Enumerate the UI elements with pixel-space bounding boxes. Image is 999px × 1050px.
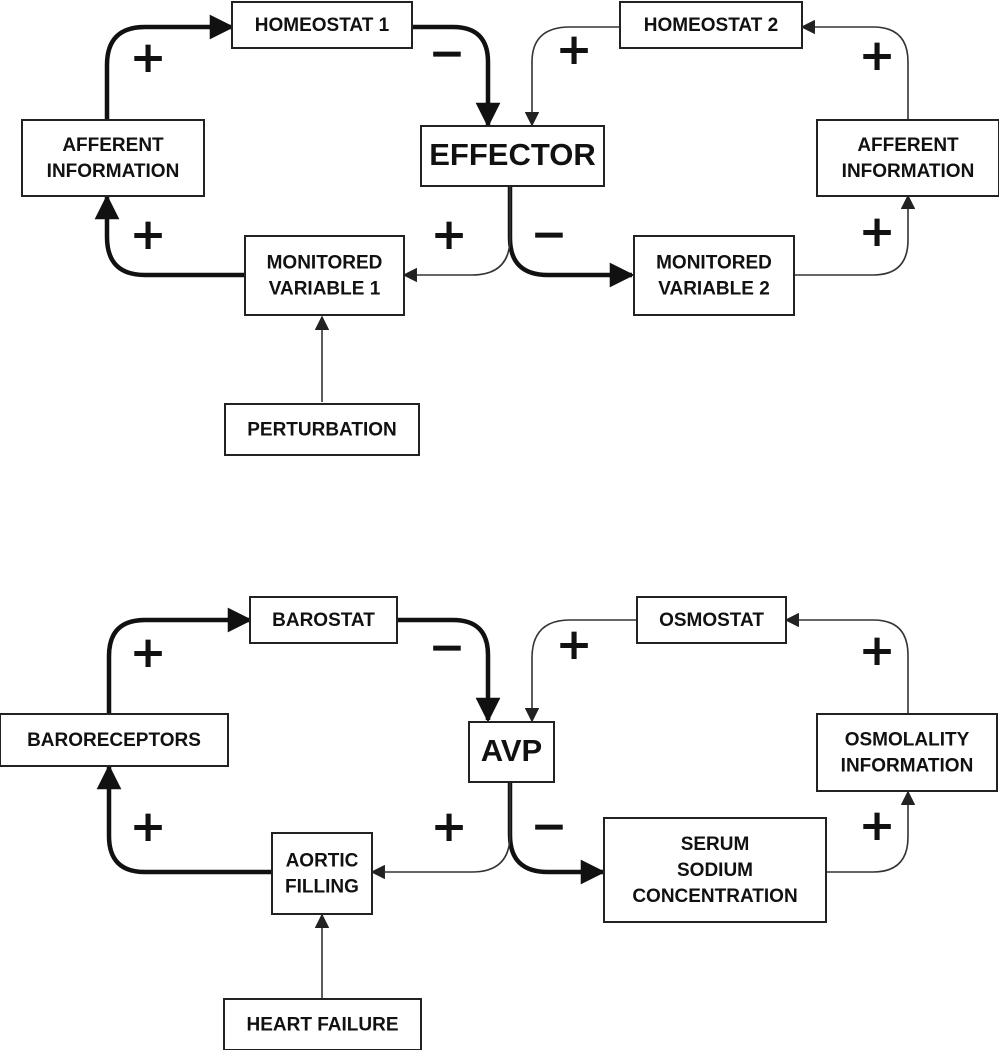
sign-right-upper-avp: + xyxy=(859,625,896,676)
heart-failure-label-line: HEART FAILURE xyxy=(247,1015,399,1036)
effector-label-line: EFFECTOR xyxy=(429,137,596,172)
sign-avp-aortic: + xyxy=(431,801,468,852)
monitored-variable-1-label-line: VARIABLE 1 xyxy=(269,279,381,300)
sign-effector-monitored1: + xyxy=(431,209,468,260)
osmolality-information-box: OSMOLALITY INFORMATION xyxy=(816,713,998,792)
perturbation-label-line: PERTURBATION xyxy=(247,420,397,441)
afferent-information-left-box: AFFERENT INFORMATION xyxy=(21,119,205,197)
sign-right-lower: + xyxy=(859,206,896,257)
aortic-filling-label-line: FILLING xyxy=(285,877,359,898)
avp-regulation-diagram: BAROSTAT OSMOSTAT AVP BARORECEPTORS OSMO… xyxy=(0,596,998,1050)
monitored-variable-2-label-line: MONITORED xyxy=(656,253,772,274)
arrow-homeostat2-to-effector xyxy=(524,26,620,127)
sign-barostat-avp: − xyxy=(429,622,466,673)
effector-box: EFFECTOR xyxy=(420,125,605,187)
serum-sodium-concentration-label-line: CONCENTRATION xyxy=(632,886,797,907)
homeostat-2-label-line: HOMEOSTAT 2 xyxy=(644,15,778,36)
osmolality-information-label-line: OSMOLALITY xyxy=(845,730,970,751)
sign-left-lower-avp: + xyxy=(130,801,167,852)
generic-homeostasis-diagram: HOMEOSTAT 1 HOMEOSTAT 2 EFFECTOR AFFEREN… xyxy=(21,1,999,456)
sign-effector-monitored2: − xyxy=(531,209,568,260)
sign-osmostat-avp: + xyxy=(556,619,593,670)
homeostat-1-box: HOMEOSTAT 1 xyxy=(231,1,413,49)
afferent-information-right-label-line: AFFERENT xyxy=(857,135,959,156)
baroreceptors-label-line: BARORECEPTORS xyxy=(27,730,201,751)
barostat-box: BAROSTAT xyxy=(249,596,398,644)
monitored-variable-1-box: MONITORED VARIABLE 1 xyxy=(244,235,405,316)
aortic-filling-label-line: AORTIC xyxy=(286,851,359,872)
afferent-information-right-label-line: INFORMATION xyxy=(842,161,975,182)
arrow-homeostat1-to-effector xyxy=(412,24,501,128)
arrow-barostat-to-avp xyxy=(397,617,501,723)
avp-box: AVP xyxy=(468,721,555,783)
arrow-effector-to-monitored1 xyxy=(402,187,511,283)
perturbation-box: PERTURBATION xyxy=(224,403,420,456)
sign-left-upper: + xyxy=(130,32,167,83)
serum-sodium-concentration-box: SERUM SODIUM CONCENTRATION xyxy=(603,817,827,923)
serum-sodium-concentration-label-line: SODIUM xyxy=(677,860,753,881)
afferent-information-left-label-line: INFORMATION xyxy=(47,161,180,182)
heart-failure-box: HEART FAILURE xyxy=(223,998,422,1050)
sign-avp-sodium: − xyxy=(531,801,568,852)
afferent-information-left-label-line: AFFERENT xyxy=(62,135,164,156)
homeostat-2-box: HOMEOSTAT 2 xyxy=(619,1,803,49)
arrow-osmolality-to-osmostat xyxy=(784,612,909,714)
arrow-avp-to-aortic xyxy=(370,783,511,880)
sign-left-upper-avp: + xyxy=(130,627,167,678)
arrow-effector-to-monitored2 xyxy=(507,187,635,288)
serum-sodium-concentration-label-line: SERUM xyxy=(681,834,750,855)
sign-right-lower-avp: + xyxy=(859,800,896,851)
monitored-variable-1-label-line: MONITORED xyxy=(267,253,383,274)
homeostat-1-label-line: HOMEOSTAT 1 xyxy=(255,15,390,36)
arrow-monitored1-to-afferent xyxy=(94,194,245,278)
osmolality-information-label-line: INFORMATION xyxy=(841,756,974,777)
afferent-information-right-box: AFFERENT INFORMATION xyxy=(816,119,999,197)
monitored-variable-2-label-line: VARIABLE 2 xyxy=(658,279,770,300)
barostat-label-line: BAROSTAT xyxy=(272,610,375,631)
arrow-monitored2-to-afferent xyxy=(794,194,916,276)
avp-label-line: AVP xyxy=(481,733,542,768)
arrow-sodium-to-osmolality xyxy=(826,790,916,873)
baroreceptors-box: BARORECEPTORS xyxy=(0,713,229,767)
osmostat-box: OSMOSTAT xyxy=(636,596,787,644)
arrow-afferent-to-homeostat1 xyxy=(104,14,235,120)
arrow-afferent-to-homeostat2 xyxy=(800,19,909,120)
sign-right-upper: + xyxy=(859,30,896,81)
osmostat-label-line: OSMOSTAT xyxy=(659,610,764,631)
sign-left-lower: + xyxy=(130,209,167,260)
monitored-variable-2-box: MONITORED VARIABLE 2 xyxy=(633,235,795,316)
sign-homeostat2-effector: + xyxy=(556,24,593,75)
aortic-filling-box: AORTIC FILLING xyxy=(271,832,373,915)
arrow-baroreceptors-to-barostat xyxy=(106,607,253,714)
arrow-aortic-to-baroreceptors xyxy=(96,764,272,875)
sign-homeostat1-effector: − xyxy=(429,28,466,79)
arrow-osmostat-to-avp xyxy=(524,619,637,723)
